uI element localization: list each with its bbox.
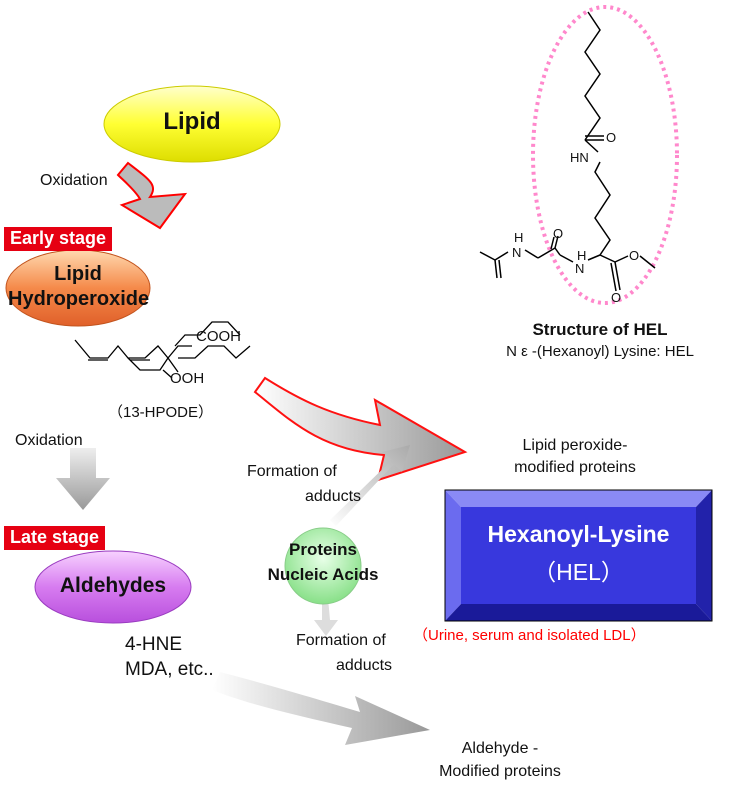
hel-box xyxy=(444,489,713,622)
formation-upper-line1: Formation of xyxy=(247,463,337,480)
hel-o-ester: O xyxy=(629,248,640,263)
lipid-peroxide-line2: modified proteins xyxy=(514,459,636,476)
hpode-structure-drawing xyxy=(74,321,251,379)
proteins-node xyxy=(284,527,362,605)
formation-lower-line2: adducts xyxy=(336,657,393,674)
hel-h-left: H xyxy=(514,230,524,245)
hydroperoxide-label-line1: Lipid xyxy=(54,263,102,285)
hel-label-line1: Hexanoyl-Lysine xyxy=(487,521,670,547)
urine-note: （Urine, serum and isolated LDL） xyxy=(413,627,646,644)
hel-h-right: H xyxy=(577,248,587,263)
aldehydes-node xyxy=(34,550,192,624)
hydroperoxide-label-line2: Hydroperoxide xyxy=(8,288,150,310)
lipid-label: Lipid xyxy=(163,108,221,135)
hexanoyl-highlight xyxy=(531,5,679,305)
hel-o-amide: O xyxy=(553,226,564,241)
late-stage-badge: Late stage xyxy=(4,526,106,550)
aldehydes-label: Aldehydes xyxy=(59,574,167,597)
hne-label: 4-HNE xyxy=(125,634,183,655)
oxidation-label-1: Oxidation xyxy=(40,172,108,189)
hel-o-top: O xyxy=(606,130,617,145)
proteins-label-line2: Nucleic Acids xyxy=(267,565,379,584)
adduct-arrow-upper xyxy=(330,445,410,526)
early-stage-badge: Early stage xyxy=(4,227,113,251)
formation-upper-line2: adducts xyxy=(305,488,362,505)
proteins-label-line1: Proteins xyxy=(288,540,358,559)
hel-structure-drawing xyxy=(479,11,656,292)
hpode-label: （13-HPODE） xyxy=(108,404,214,421)
hpode-ooh: OOH xyxy=(170,370,205,387)
arrow-to-aldehyde-modified xyxy=(212,672,430,745)
hel-label-line2: （HEL） xyxy=(533,559,624,585)
lipid-peroxide-line1: Lipid peroxide- xyxy=(522,437,628,454)
formation-lower-line1: Formation of xyxy=(296,632,386,649)
hel-hn: HN xyxy=(570,150,589,165)
oxidation-label-2: Oxidation xyxy=(15,432,83,449)
structure-title: Structure of HEL xyxy=(532,320,668,339)
structure-subtitle: N ε -(Hexanoyl) Lysine: HEL xyxy=(506,343,694,360)
mda-label: MDA, etc.. xyxy=(125,659,214,680)
adduct-arrow-lower xyxy=(314,598,338,636)
lipid-node xyxy=(103,85,281,163)
oxidation-arrow-2 xyxy=(56,448,110,510)
aldehyde-modified-line1: Aldehyde - xyxy=(461,740,539,757)
hel-o-carbonyl: O xyxy=(611,290,622,305)
oxidation-arrow-1 xyxy=(116,161,188,230)
hel-n-right: N xyxy=(575,261,585,276)
hel-n-left: N xyxy=(512,245,522,260)
hpode-cooh: COOH xyxy=(196,328,241,345)
aldehyde-modified-line2: Modified proteins xyxy=(439,763,561,780)
